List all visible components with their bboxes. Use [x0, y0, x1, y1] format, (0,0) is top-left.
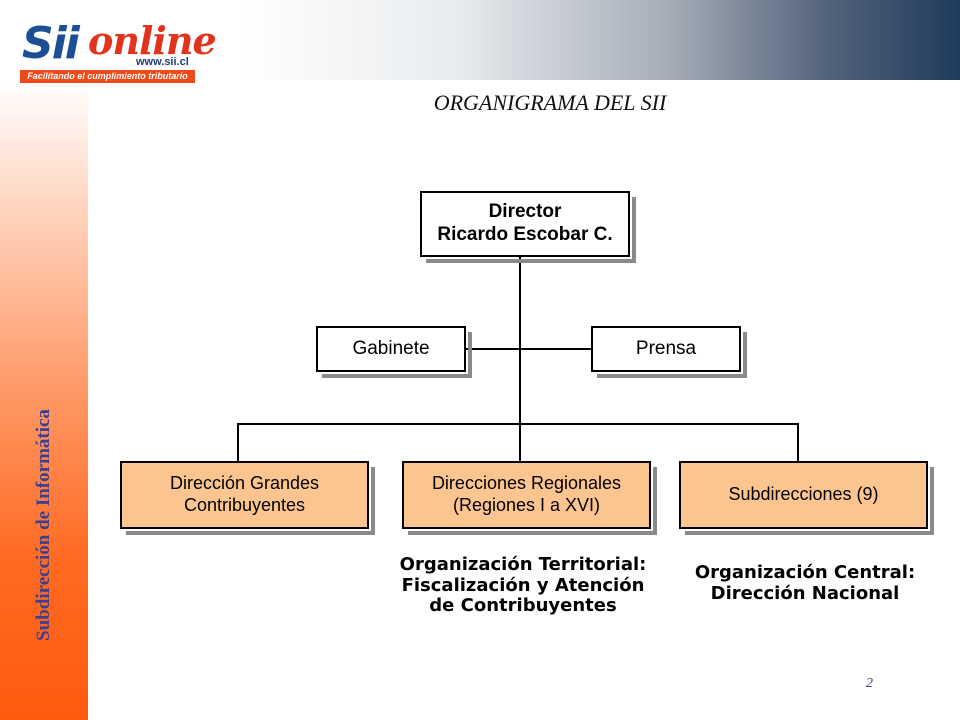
- sii-online-logo: Sii online www.sii.cl Facilitando el cum…: [20, 14, 217, 84]
- division-label-line2: Contribuyentes: [183, 495, 306, 515]
- prensa-box: Prensa: [591, 326, 747, 378]
- connector-division-left: [237, 423, 239, 461]
- side-label: Subdirección de Informática: [33, 409, 54, 641]
- connector-division-right: [797, 423, 799, 461]
- page-number: 2: [866, 676, 873, 691]
- connector-trunk: [519, 257, 521, 461]
- division-label-line1: Direcciones Regionales: [431, 473, 622, 494]
- gabinete-label: Gabinete: [352, 337, 430, 359]
- director-name: Ricardo Escobar C.: [437, 224, 613, 245]
- caption-line: de Contribuyentes: [429, 595, 617, 617]
- logo-tagline: Facilitando el cumplimiento tributario: [20, 70, 195, 83]
- division-box-grandes-contribuyentes: Dirección Grandes Contribuyentes: [120, 461, 375, 535]
- caption-line: Fiscalización y Atención: [401, 574, 645, 596]
- division-box-direcciones-regionales: Direcciones Regionales (Regiones I a XVI…: [402, 461, 657, 535]
- left-gradient-bar: [0, 80, 88, 720]
- caption-line: Organización Central:: [694, 562, 916, 583]
- connector-divisions-bar: [237, 423, 799, 425]
- division-label-line1: Subdirecciones (9): [728, 484, 879, 505]
- logo-brand-sii: Sii: [22, 18, 80, 69]
- page-title: ORGANIGRAMA DEL SII: [433, 90, 667, 115]
- logo-url: www.sii.cl: [136, 56, 189, 68]
- connector-staff: [466, 348, 591, 350]
- gabinete-box: Gabinete: [316, 326, 472, 378]
- caption-line: Organización Territorial:: [399, 554, 647, 575]
- director-box: Director Ricardo Escobar C.: [420, 191, 636, 263]
- director-title: Director: [488, 201, 562, 223]
- caption-line: Dirección Nacional: [710, 582, 900, 604]
- caption-central: Organización Central: Dirección Nacional: [670, 562, 940, 604]
- logo-brand-online: online: [88, 18, 217, 63]
- division-label-line2: (Regiones I a XVI): [452, 495, 601, 515]
- division-label-line1: Dirección Grandes: [169, 473, 320, 494]
- caption-territorial: Organización Territorial: Fiscalización …: [388, 554, 658, 617]
- division-box-subdirecciones: Subdirecciones (9): [679, 461, 934, 535]
- prensa-label: Prensa: [635, 337, 697, 359]
- header-gradient-band: [238, 0, 960, 80]
